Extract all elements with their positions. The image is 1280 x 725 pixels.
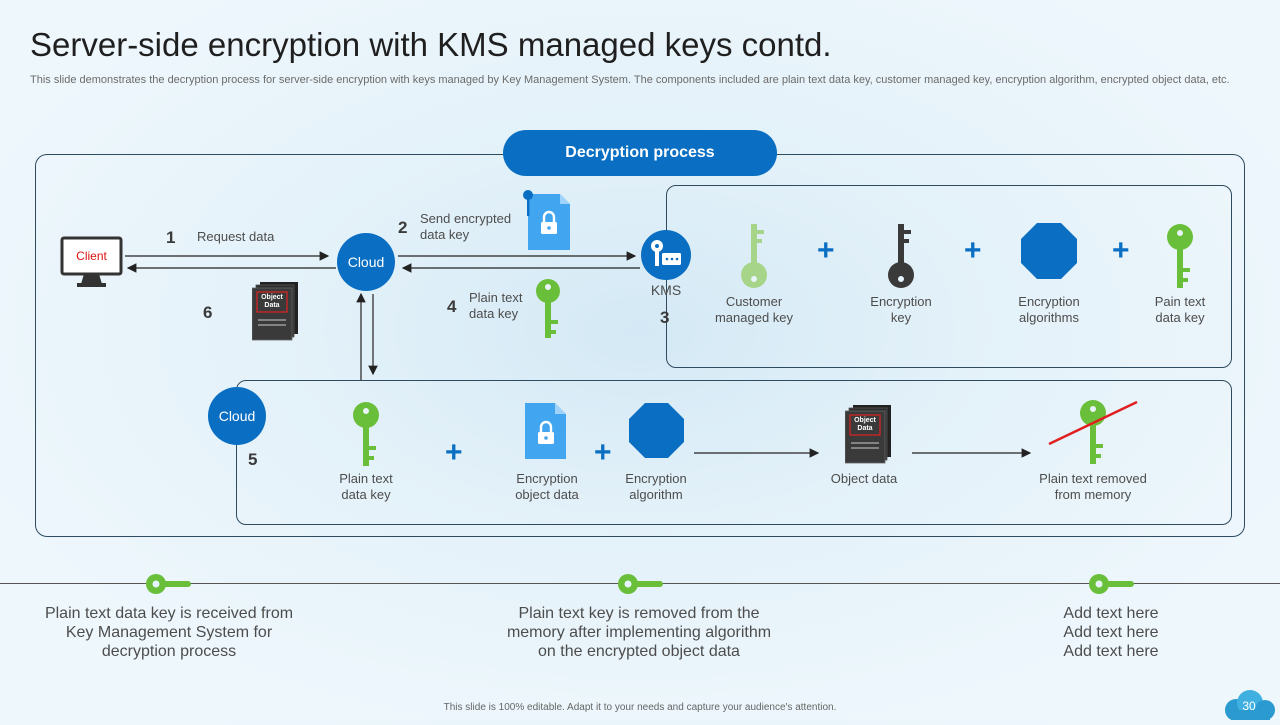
timeline-key-icon — [145, 573, 193, 595]
flow-plain-text-line1: Plain text — [339, 471, 393, 486]
pain-text-data-key-line2: data key — [1155, 310, 1205, 325]
flow-encryption-algorithm-line2: algorithm — [629, 487, 683, 502]
encryption-key-line1: Encryption — [870, 294, 932, 309]
encryption-object-file-icon — [522, 402, 568, 460]
step-6-number: 6 — [203, 303, 213, 322]
plain-text-key-icon — [534, 278, 562, 340]
object-data-tag-line1: Object — [854, 417, 876, 424]
note-1-line3: decryption process — [101, 643, 237, 660]
slide-title: Server-side encryption with KMS managed … — [30, 26, 832, 63]
note-2-line1: Plain text key is removed from the — [518, 605, 760, 622]
customer-managed-key-line2: managed key — [714, 310, 794, 325]
step-1-label: Request data — [197, 229, 275, 244]
encryption-algorithms-line1: Encryption — [1018, 294, 1080, 309]
client-label: Client — [76, 249, 107, 263]
object-data-tag-line2: Data — [857, 425, 873, 432]
pain-text-data-key-line1: Pain text — [1154, 294, 1206, 309]
step-4-label-line1: Plain text — [469, 290, 523, 305]
removed-key-crossed-icon — [1046, 398, 1140, 466]
note-3-line2[interactable]: Add text here — [1063, 624, 1159, 641]
cloud-node-bottom: Cloud — [208, 387, 266, 445]
flow-encryption-object-line2: object data — [515, 487, 579, 502]
plus-icon: + — [1112, 234, 1130, 267]
plus-icon: + — [964, 234, 982, 267]
flow-plain-text-line2: data key — [341, 487, 391, 502]
flow-removed-line2: from memory — [1054, 487, 1132, 502]
step-1-number: 1 — [166, 228, 176, 247]
cloud-icon — [1225, 690, 1275, 721]
encryption-algorithms-line2: algorithms — [1019, 310, 1079, 325]
page-number-badge: 30 — [1222, 690, 1276, 721]
object-data-tag-line1: Object — [261, 294, 283, 301]
encryption-key-icon — [886, 222, 916, 290]
step-3-number: 3 — [660, 308, 670, 327]
timeline-key-icon — [1088, 573, 1136, 595]
encryption-algorithm-octagon-icon — [628, 402, 685, 459]
step-4-label-line2: data key — [469, 306, 519, 321]
note-3-line1[interactable]: Add text here — [1063, 605, 1159, 622]
flow-encryption-object-line1: Encryption — [516, 471, 578, 486]
note-1-line1: Plain text data key is received from — [44, 605, 294, 622]
plain-text-data-key-icon — [351, 400, 381, 468]
pain-text-data-key-icon — [1165, 222, 1195, 290]
slide-description: This slide demonstrates the decryption p… — [30, 74, 1230, 86]
process-title-pill: Decryption process — [503, 130, 777, 176]
flow-encryption-algorithm-line1: Encryption — [625, 471, 687, 486]
customer-managed-key-line1: Customer — [725, 294, 783, 309]
note-3-line3[interactable]: Add text here — [1063, 643, 1159, 660]
plus-icon: + — [445, 436, 463, 469]
footer-note: This slide is 100% editable. Adapt it to… — [443, 702, 837, 713]
step-2-label-line2: data key — [420, 227, 470, 242]
customer-managed-key-icon — [739, 222, 769, 290]
flow-object-data-label: Object data — [830, 471, 898, 486]
object-data-tag-line2: Data — [264, 302, 280, 309]
encryption-algorithms-octagon-icon — [1020, 222, 1078, 280]
step-2-number: 2 — [398, 218, 408, 237]
step-5-number: 5 — [248, 450, 258, 469]
plus-icon: + — [817, 234, 835, 267]
note-2-line3: on the encrypted object data — [538, 643, 740, 660]
kms-label: KMS — [650, 282, 682, 298]
plus-icon: + — [594, 436, 612, 469]
timeline-key-icon — [617, 573, 665, 595]
object-data-stack-icon: Object Data — [844, 405, 893, 465]
cloud-node: Cloud — [337, 233, 395, 291]
note-2: Plain text key is removed from the memor… — [479, 604, 799, 661]
flow-removed-line1: Plain text removed — [1039, 471, 1147, 486]
decryption-flow-frame — [236, 380, 1232, 525]
client-monitor-icon: Client — [60, 236, 123, 290]
note-1: Plain text data key is received from Key… — [19, 604, 319, 661]
note-2-line2: memory after implementing algorithm — [506, 624, 772, 641]
encryption-key-line2: key — [890, 310, 912, 325]
encrypted-key-file-icon — [520, 188, 572, 252]
page-number: 30 — [1242, 699, 1256, 713]
object-data-icon: Object Data — [251, 282, 300, 342]
step-4-number: 4 — [447, 297, 457, 316]
step-2-label-line1: Send encrypted — [420, 211, 512, 226]
kms-node-icon — [640, 229, 692, 281]
note-3: Add text here Add text here Add text her… — [1011, 604, 1211, 661]
note-1-line2: Key Management System for — [65, 624, 273, 641]
